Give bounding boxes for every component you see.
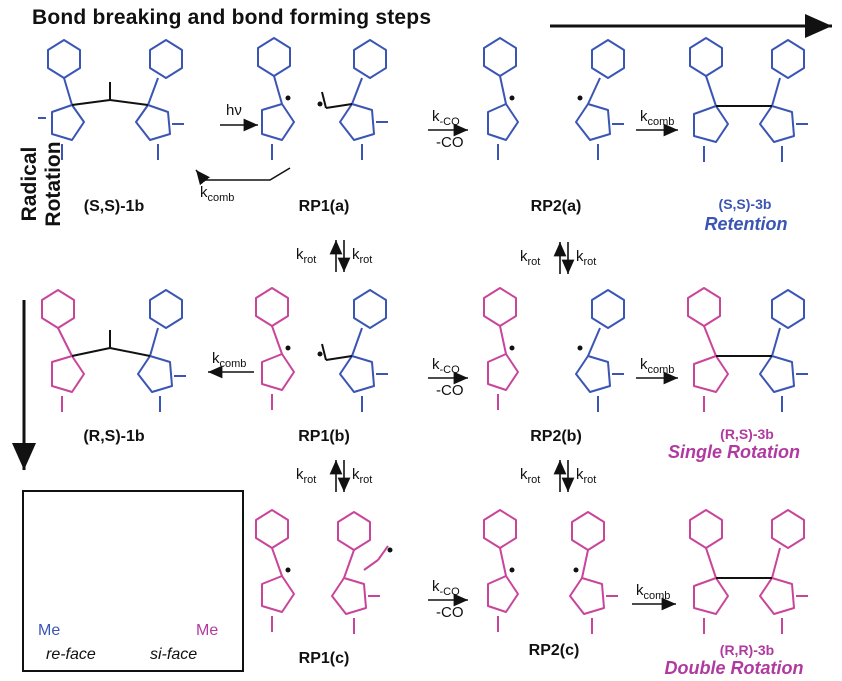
molecule-RS-1b-left bbox=[41, 289, 85, 412]
page-title: Bond breaking and bond forming steps bbox=[32, 6, 432, 29]
legend-re-face-label: re-face bbox=[46, 646, 96, 663]
radical-dots bbox=[285, 95, 583, 573]
retention-label: Retention bbox=[704, 214, 788, 234]
molecule-RS-1b-right bbox=[137, 289, 186, 412]
krot-label-1: krot bbox=[296, 246, 317, 266]
molecule-RP2b-right bbox=[575, 289, 625, 412]
legend-me-left: Me bbox=[38, 622, 61, 639]
molecule-RR-3b bbox=[689, 509, 808, 634]
legend-box bbox=[22, 490, 244, 672]
minus-co-label-c: -CO bbox=[436, 604, 464, 621]
legend-me-right: Me bbox=[196, 622, 219, 639]
krot-label-2: krot bbox=[352, 246, 373, 266]
krot-label-4: krot bbox=[576, 248, 597, 268]
kcomb-label-b2: kcomb bbox=[640, 356, 675, 376]
molecule-RP2b-left bbox=[483, 287, 519, 410]
single-rotation-label: Single Rotation bbox=[668, 442, 800, 462]
kcomb-label-a: kcomb bbox=[640, 108, 675, 128]
molecule-RP1c-left bbox=[255, 509, 295, 632]
label-SS-3b: (S,S)-3b bbox=[718, 196, 772, 212]
label-RP1c: RP1(c) bbox=[298, 650, 350, 667]
molecule-SS-1b bbox=[38, 39, 184, 160]
molecule-RP1c-right bbox=[331, 511, 389, 634]
hv-label: hν bbox=[226, 102, 242, 119]
kcomb-label-b: kcomb bbox=[212, 350, 247, 370]
double-rotation-label: Double Rotation bbox=[664, 658, 804, 678]
molecule-RP1b-right bbox=[339, 289, 388, 412]
carbonyl-SS-1b bbox=[71, 82, 149, 106]
krot-label-3: krot bbox=[520, 248, 541, 268]
label-RS-1b: (R,S)-1b bbox=[83, 428, 145, 445]
krot-label-5: krot bbox=[296, 466, 317, 486]
kco-label-b: k-CO bbox=[432, 356, 460, 376]
label-RP1b: RP1(b) bbox=[298, 428, 350, 445]
molecule-RS-3b-left bbox=[687, 287, 729, 412]
krot-label-6: krot bbox=[352, 466, 373, 486]
krot-label-8: krot bbox=[576, 466, 597, 486]
label-RP2c: RP2(c) bbox=[528, 642, 580, 659]
kco-label-c: k-CO bbox=[432, 578, 460, 598]
molecule-RS-3b-right bbox=[759, 289, 808, 412]
label-RP1a: RP1(a) bbox=[298, 198, 350, 215]
minus-co-label-a: -CO bbox=[436, 134, 464, 151]
molecule-RP2c-right bbox=[569, 511, 618, 634]
molecule-RP2a bbox=[483, 37, 625, 160]
molecule-RP1b-left bbox=[255, 287, 295, 410]
legend-si-face-label: si-face bbox=[150, 646, 198, 663]
label-SS-1b: (S,S)-1b bbox=[83, 198, 145, 215]
label-RS-3b: (R,S)-3b bbox=[720, 426, 774, 442]
molecule-RP2c-left bbox=[483, 509, 519, 632]
label-RP2b: RP2(b) bbox=[530, 428, 582, 445]
krot-label-7: krot bbox=[520, 466, 541, 486]
kco-label-a: k-CO bbox=[432, 108, 460, 128]
molecule-SS-3b bbox=[689, 37, 808, 162]
molecule-RP1a bbox=[257, 37, 388, 160]
label-RR-3b: (R,R)-3b bbox=[719, 642, 775, 658]
label-RP2a: RP2(a) bbox=[530, 198, 582, 215]
minus-co-label-b: -CO bbox=[436, 382, 464, 399]
kcomb-back-label: kcomb bbox=[200, 184, 235, 204]
kcomb-label-c: kcomb bbox=[636, 582, 671, 602]
